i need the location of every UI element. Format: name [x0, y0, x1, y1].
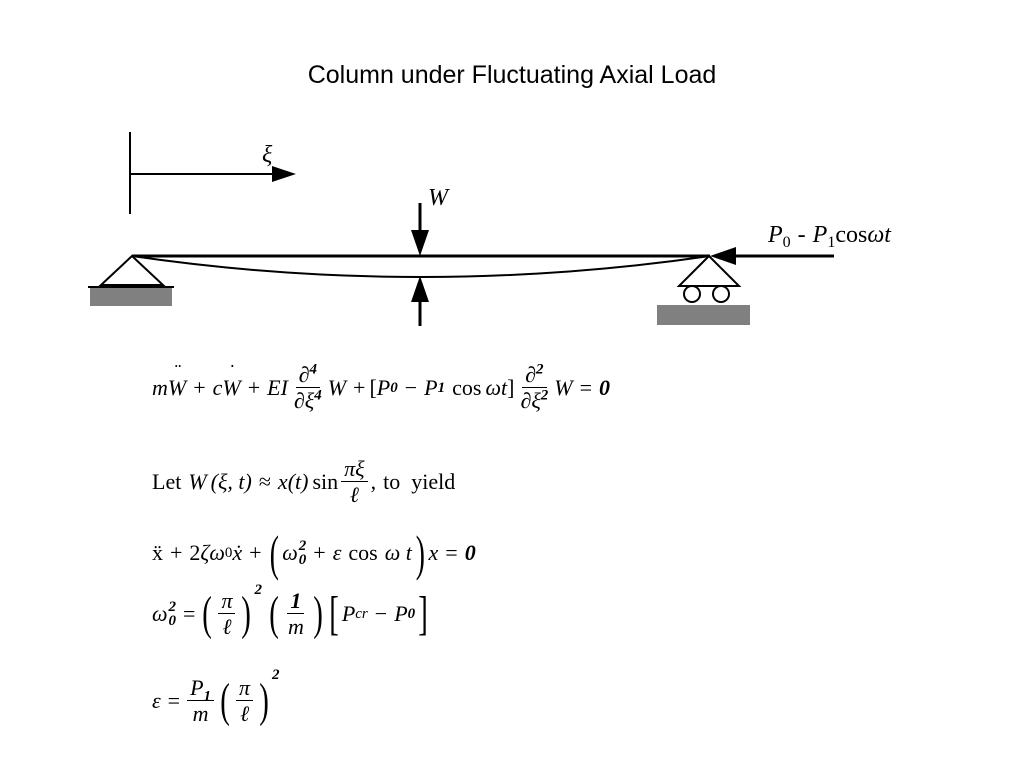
left-ground: [90, 288, 172, 306]
w-load-top-arrowhead: [411, 230, 429, 256]
left-pin-support: [98, 254, 166, 286]
roller-wheel-left: [683, 285, 701, 303]
p1-over-m-fraction: P1 m: [187, 675, 215, 727]
right-ground: [657, 305, 750, 325]
epsilon-equation: ε = P1 m ( π ℓ )2: [152, 667, 280, 727]
deflected-beam-curve: [131, 255, 711, 278]
w-load-bottom-arrowhead: [411, 276, 429, 302]
xi-arrowhead: [272, 166, 296, 182]
second-derivative-fraction: ∂2 ∂ξ2: [520, 361, 549, 414]
beam-diagram: ξ W P0-P1cosωt: [88, 132, 892, 326]
assumed-solution: Let W (ξ, t) ≈ x (t) sin πξ ℓ , to yield: [152, 456, 456, 508]
axial-load-label: P0-P1cosωt: [767, 222, 892, 251]
slide-title: Column under Fluctuating Axial Load: [307, 61, 717, 89]
sine-argument-fraction: πξ ℓ: [341, 456, 368, 508]
axial-load-arrowhead: [710, 247, 736, 265]
one-over-m-fraction: 1 m: [287, 588, 305, 640]
pi-over-ell-fraction-2: π ℓ: [236, 675, 254, 727]
right-roller-support: [676, 254, 742, 287]
pi-over-ell-fraction: π ℓ: [218, 588, 236, 640]
xi-label: ξ: [262, 142, 273, 168]
roller-wheel-right: [712, 285, 730, 303]
w-load-label: W: [428, 185, 450, 211]
fourth-derivative-fraction: ∂4 ∂ξ4: [293, 361, 322, 414]
